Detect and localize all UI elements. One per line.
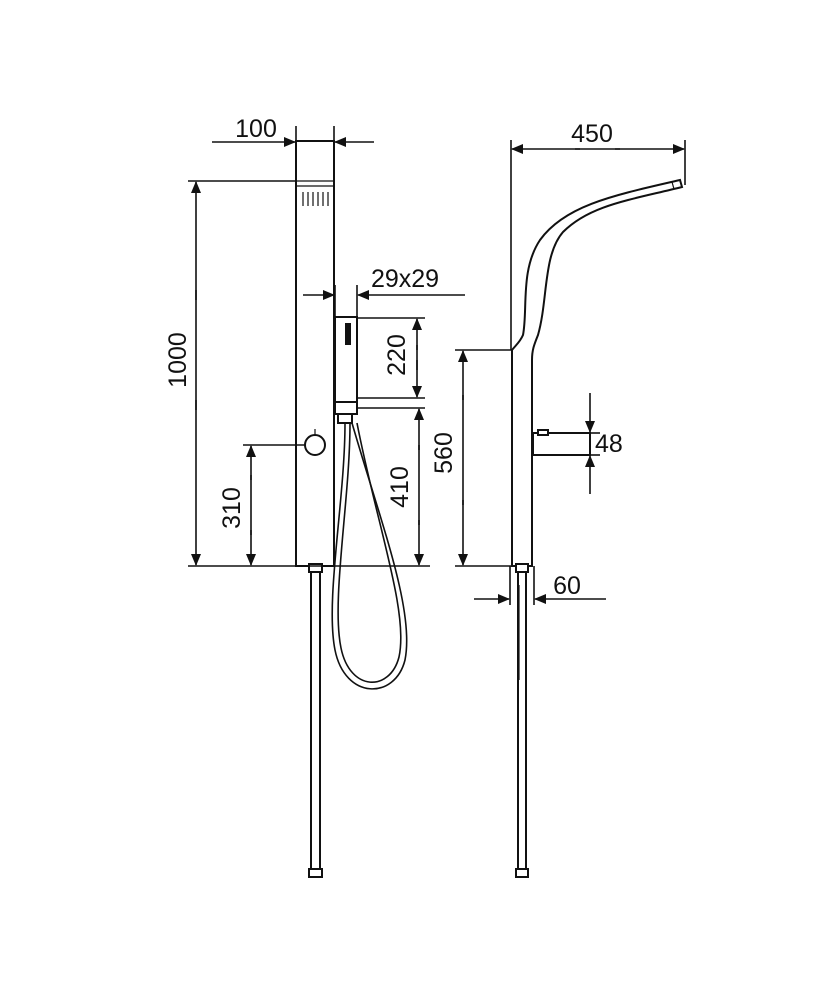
dim-label-560: 560 — [430, 432, 458, 474]
dim-holder-410: 410 — [357, 407, 425, 566]
dim-label-310: 310 — [218, 487, 246, 529]
shower-hose — [331, 422, 408, 690]
dim-label-29x29: 29x29 — [371, 265, 439, 293]
dim-hand-shower-29x29: 29x29 — [303, 265, 465, 317]
dim-label-410: 410 — [386, 466, 414, 508]
hand-shower-holder — [334, 401, 358, 415]
front-panel-body — [295, 140, 335, 567]
hand-shower-nozzle — [345, 323, 351, 345]
dim-height-1000: 1000 — [164, 180, 430, 567]
nozzle-grid-icon — [302, 192, 329, 206]
mixer-knob — [304, 434, 326, 456]
dim-knob-48: 48 — [585, 393, 623, 494]
side-panel-body — [511, 178, 684, 567]
dim-bend-560: 560 — [430, 349, 512, 567]
supply-pipe — [310, 565, 321, 872]
front-view: 100 1000 29x29 220 — [164, 115, 465, 878]
dim-width-100: 100 — [212, 115, 374, 147]
dim-hand-shower-220: 220 — [357, 317, 425, 399]
dim-mixer-310: 310 — [218, 444, 305, 566]
side-view: 450 560 48 60 — [430, 120, 686, 878]
dim-label-220: 220 — [383, 334, 411, 376]
side-mixer-knob — [532, 432, 591, 456]
dim-reach-450: 450 — [510, 120, 686, 350]
dim-label-450: 450 — [571, 120, 613, 148]
dim-label-100: 100 — [235, 115, 277, 143]
dim-label-1000: 1000 — [164, 332, 192, 388]
dim-label-60: 60 — [553, 572, 581, 600]
dim-label-48: 48 — [595, 430, 623, 458]
dim-base-60: 60 — [474, 566, 606, 605]
